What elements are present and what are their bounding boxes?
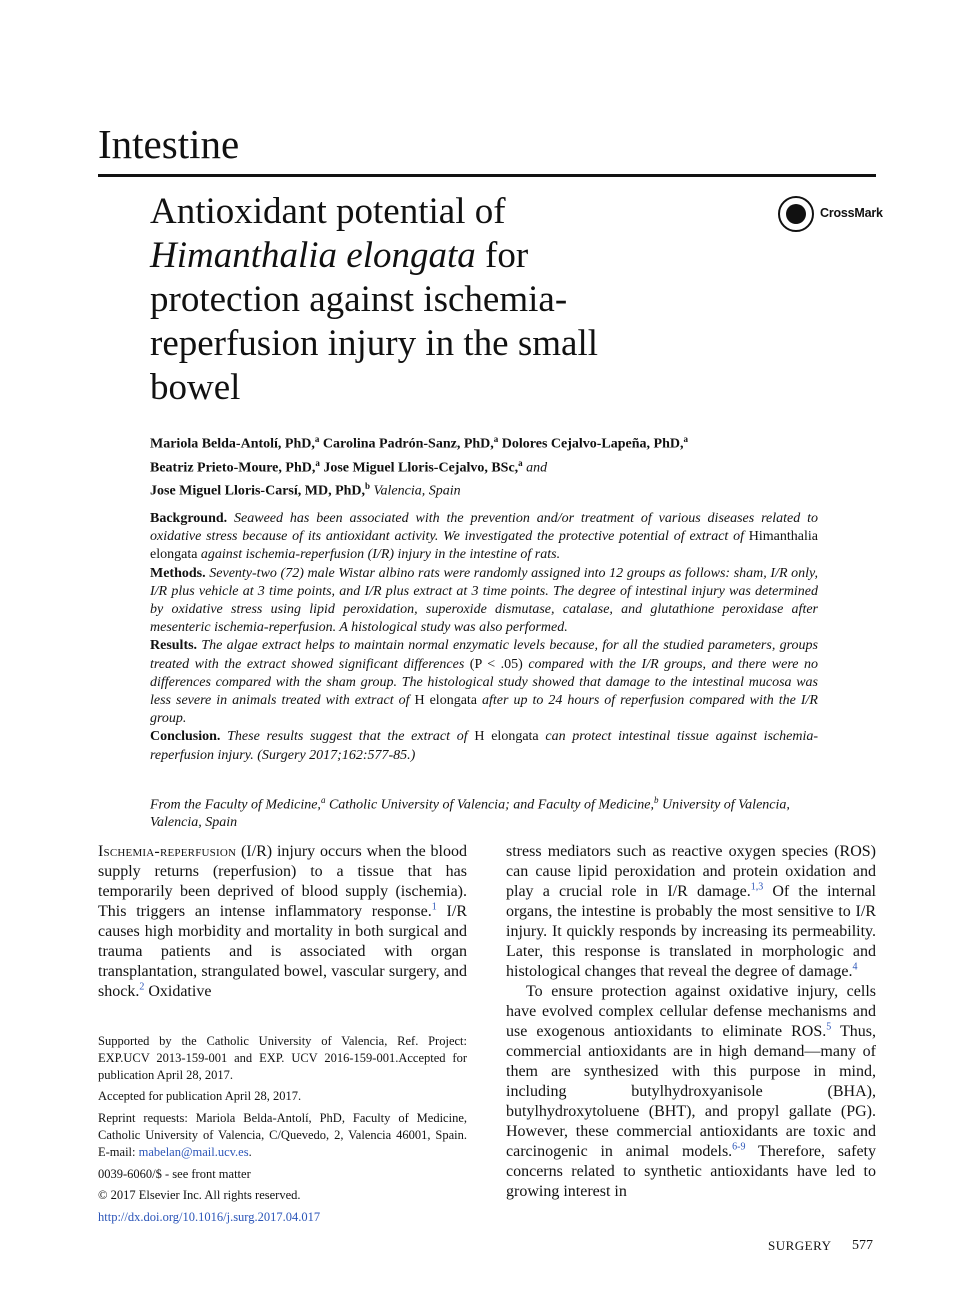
affiliation-mark: a [320,795,326,805]
citation-link[interactable]: 1,3 [750,881,764,893]
body-column-2: stress mediators such as reactive oxygen… [506,842,876,1202]
affiliation-text: University of Valencia, Valencia, Spain [150,797,790,830]
abstract-text: against ischemia-reperfusion (I/R) injur… [197,547,561,563]
title-species: Himanthalia elongata [150,235,476,276]
section-rule [98,174,876,177]
author-line-1: Mariola Belda-Antolí, PhD,a Carolina Pad… [150,430,830,454]
abstract-species: H elongata [414,693,478,709]
abstract-methods-label: Methods. [150,565,206,581]
abstract-text: Seventy-two (72) male Wistar albino rats… [150,565,818,636]
reprint-note: Reprint requests: Mariola Belda-Antolí, … [98,1110,467,1160]
page-number: 577 [852,1238,873,1253]
funding-note: Supported by the Catholic University of … [98,1034,467,1082]
abstract-text: These results suggest that the extract o… [220,729,475,745]
crossmark-label: CrossMark [820,206,883,220]
author-name: Beatriz Prieto-Moure, PhD, [150,460,316,476]
author-name: Dolores Cejalvo-Lapeña, PhD, [501,436,684,452]
article-title: Antioxidant potential of Himanthalia elo… [150,190,750,410]
crossmark-button[interactable]: CrossMark [778,196,888,236]
abstract-species: H elongata [474,729,539,745]
author-affiliation-mark: a [314,434,320,444]
author-line-2: Beatriz Prieto-Moure, PhD,a Jose Miguel … [150,454,830,478]
affiliation-mark: b [653,795,659,805]
author-name: Carolina Padrón-Sanz, PhD, [322,436,494,452]
author-name: Mariola Belda-Antolí, PhD, [150,436,315,452]
title-line-4: reperfusion injury in the small [150,323,599,364]
accepted-note: Accepted for publication April 28, 2017. [98,1089,302,1104]
abstract-text: The algae extract helps to maintain norm… [150,638,818,672]
abstract-background: Background. Seaweed has been associated … [150,510,818,565]
email-link[interactable]: mabelan@mail.ucv.es [138,1144,249,1159]
author-affiliation-mark: b [365,481,371,492]
author-name: Jose Miguel Lloris-Carsí, MD, PhD, [150,483,366,499]
doi-note: http://dx.doi.org/10.1016/j.surg.2017.04… [98,1209,467,1226]
body-lead-in: Ischemia-reperfusion [98,843,237,860]
doi-link[interactable]: http://dx.doi.org/10.1016/j.surg.2017.04… [98,1210,321,1225]
reprint-text: Reprint requests: Mariola Belda-Antolí, … [98,1111,467,1159]
abstract-species: Himanthalia elongata [150,529,818,563]
author-affiliation-mark: a [518,457,523,468]
title-line-5: bowel [150,367,241,408]
abstract-background-label: Background. [150,511,228,526]
author-affiliation-mark: a [493,434,499,444]
author-line-3: Jose Miguel Lloris-Carsí, MD, PhD,b Vale… [150,477,830,501]
body-text: Thus, commercial antioxidants are in hig… [506,1023,876,1160]
abstract-text: compared with the I/R groups, and there … [150,656,818,709]
citation-link[interactable]: 2 [139,981,145,993]
body-text: (I/R) injury occurs when the blood suppl… [98,843,467,920]
abstract-conclusion-label: Conclusion. [150,729,221,745]
author-name: Jose Miguel Lloris-Cejalvo, BSc, [323,460,519,476]
citation-link[interactable]: 6-9 [732,1141,746,1153]
affiliation: From the Faculty of Medicine,a Catholic … [150,792,818,831]
abstract-methods: Methods. Seventy-two (72) male Wistar al… [150,565,818,638]
title-line-3: protection against ischemia- [150,279,568,320]
authors-location: Valencia, Spain [373,483,461,499]
author-affiliation-mark: a [315,457,320,468]
body-text: Therefore, safety concerns related to sy… [506,1143,876,1200]
abstract-text: Seaweed has been associated with the pre… [150,511,818,545]
section-heading: Intestine [98,121,240,167]
footnotes: Supported by the Catholic University of … [98,1033,467,1231]
abstract-p-value: (P < .05) [469,656,523,672]
copyright-note: © 2017 Elsevier Inc. All rights reserved… [98,1188,301,1203]
body-text: To ensure protection against oxidative i… [506,983,876,1040]
body-text: Oxidative [144,983,212,1000]
body-text: I/R causes high morbidity and mortality … [98,903,467,1000]
title-line-2: Himanthalia elongata for [150,234,750,278]
body-paragraph: stress mediators such as reactive oxygen… [506,842,876,982]
abstract-text: after up to 24 hours of reperfusion comp… [150,693,818,727]
citation-link[interactable]: 1 [431,901,437,913]
running-footer-journal: SURGERY [768,1238,832,1253]
abstract-results: Results. The algae extract helps to main… [150,637,818,728]
affiliation-text: From the Faculty of Medicine, [150,797,321,813]
authors-and: and [526,460,548,476]
citation-link[interactable]: 5 [826,1021,832,1033]
issn-note: 0039-6060/$ - see front matter [98,1166,251,1181]
abstract-conclusion: Conclusion. These results suggest that t… [150,728,818,764]
author-list: Mariola Belda-Antolí, PhD,a Carolina Pad… [150,430,830,501]
body-paragraph: To ensure protection against oxidative i… [506,982,876,1202]
abstract-text: can protect intestinal tissue against is… [150,729,819,763]
body-text: Of the internal organs, the intestine is… [506,883,877,980]
body-text: stress mediators such as reactive oxygen… [506,843,876,900]
author-affiliation-mark: a [683,434,689,444]
reprint-text: . [248,1144,252,1159]
abstract: Background. Seaweed has been associated … [150,510,818,765]
title-line-2-rest: for [475,235,529,276]
body-column-1: Ischemia-reperfusion (I/R) injury occurs… [98,842,467,1002]
affiliation-text: Catholic University of Valencia; and Fac… [325,797,654,813]
crossmark-icon [778,196,814,232]
title-line-1: Antioxidant potential of [150,191,506,232]
abstract-results-label: Results. [150,638,198,654]
citation-link[interactable]: 4 [852,961,858,973]
